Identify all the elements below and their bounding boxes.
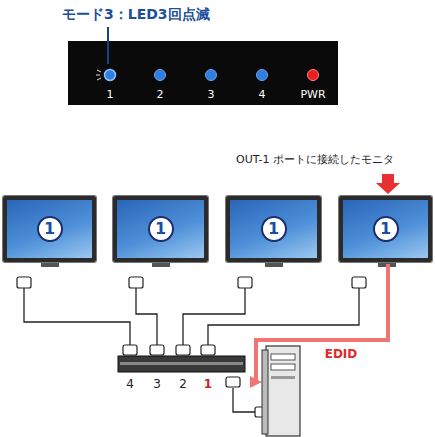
led-number: 3 [208, 89, 215, 102]
callout-number: 1 [373, 216, 399, 242]
edid-arrowhead [250, 376, 262, 388]
edid-path [256, 264, 388, 382]
monitor-screen: 1 [226, 196, 321, 262]
port-number: 3 [153, 378, 161, 392]
switch-box [118, 356, 245, 372]
power-label: PWR [300, 89, 325, 102]
signal-name: EDID [325, 348, 358, 362]
port-number: 1 [204, 378, 212, 392]
cable-connector [17, 277, 366, 417]
monitor-screen: 1 [3, 196, 96, 262]
monitor-screen: 1 [113, 196, 208, 262]
led-number: 4 [259, 89, 266, 102]
pointer-arrow [376, 174, 400, 194]
mode-title: モード3：LED3回点滅 [62, 6, 210, 22]
callout-number: 1 [148, 216, 174, 242]
monitor-screen: 1 [339, 196, 432, 262]
video-cable [24, 288, 359, 412]
blink-rays [96, 70, 101, 80]
callout-number: 1 [37, 216, 63, 242]
monitor-stand [41, 262, 396, 267]
callout-number: 1 [261, 216, 287, 242]
led-number: 1 [107, 89, 114, 102]
switch-stripe [120, 362, 243, 365]
led [105, 70, 319, 81]
port-number: 4 [126, 378, 134, 392]
port-number: 2 [179, 378, 187, 392]
led-number: 2 [157, 89, 164, 102]
pc-tower [262, 346, 300, 436]
monitor-note: OUT-1 ポートに接続したモニタ [236, 154, 394, 167]
leader-line [107, 27, 109, 64]
